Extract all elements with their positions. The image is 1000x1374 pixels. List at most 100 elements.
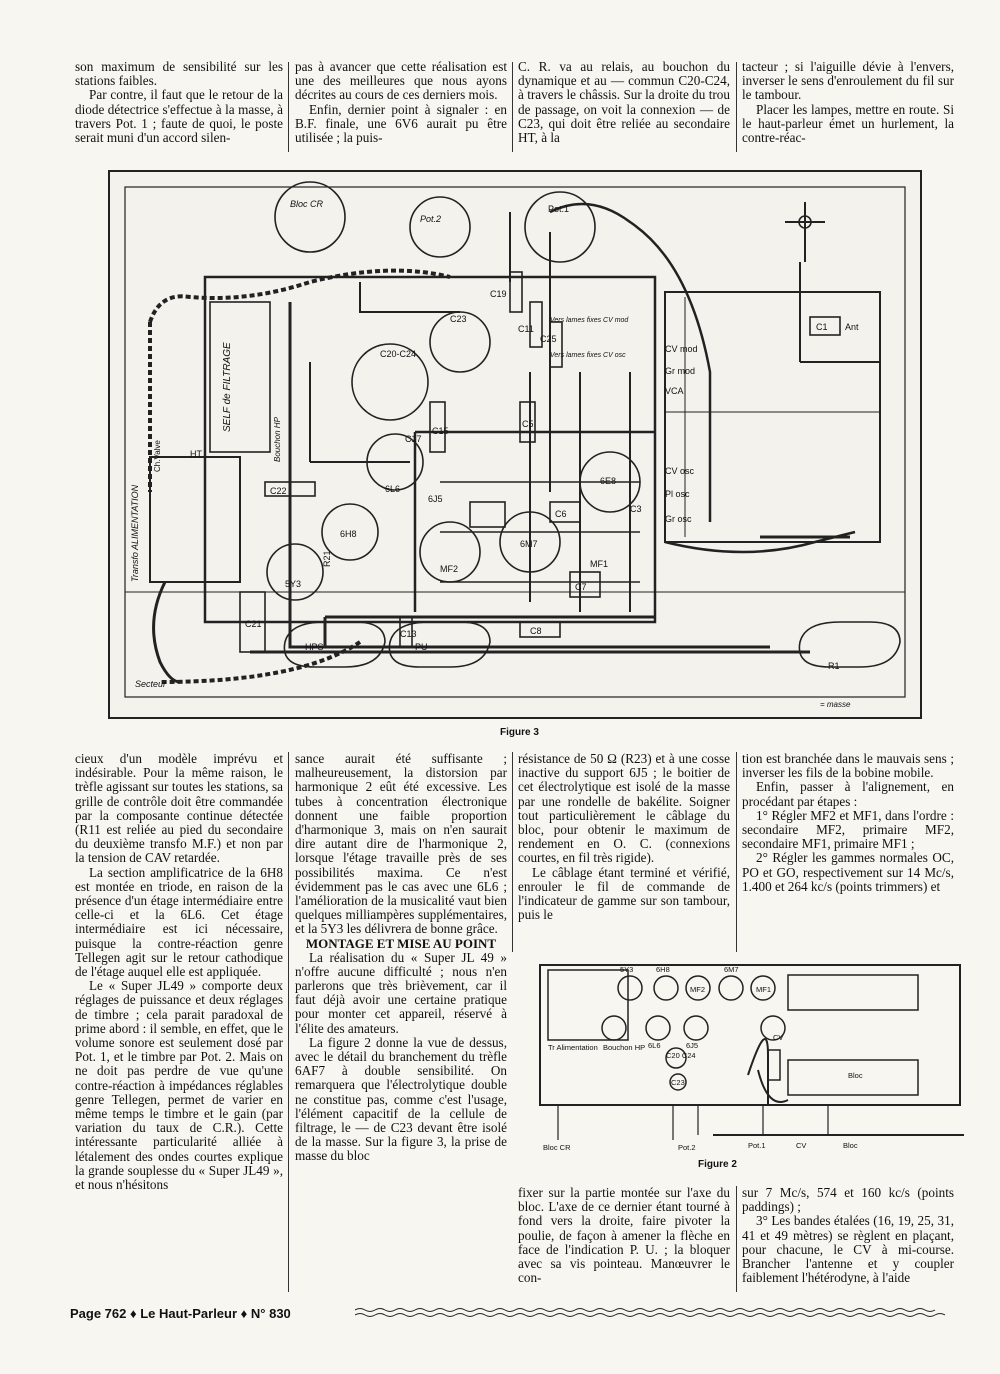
label-c17: C17 bbox=[405, 434, 422, 444]
label-r1: R1 bbox=[828, 661, 840, 671]
label-5y3: 5Y3 bbox=[285, 579, 301, 589]
label-grmod: Gr mod bbox=[665, 366, 695, 376]
label-6j5: 6J5 bbox=[428, 494, 443, 504]
paragraph: Placer les lampes, mettre en route. Si l… bbox=[742, 101, 954, 146]
column-rule bbox=[512, 752, 513, 952]
label-ht: HT bbox=[190, 449, 202, 459]
label-6h8: 6H8 bbox=[656, 965, 670, 974]
label-bloc: Bloc bbox=[848, 1071, 863, 1080]
label-c23: C23 bbox=[671, 1078, 685, 1087]
top-column-1: son maximum de sensibilité sur les stati… bbox=[75, 59, 283, 146]
label-cvosc-lames: Vers lames fixes CV osc bbox=[550, 352, 626, 359]
fig2-labels: 5Y3 6H8 MF2 6M7 MF1 Tr Alimentation Bouc… bbox=[543, 965, 863, 1170]
label-secteur: Secteur bbox=[135, 679, 167, 689]
label-bouchon: Bouchon HP bbox=[273, 416, 282, 462]
paragraph: fixer sur la partie montée sur l'axe du … bbox=[518, 1185, 730, 1286]
mid-column-1: cieux d'un modèle imprévu et indésirable… bbox=[75, 751, 283, 1193]
diagram-labels: Bloc CR Pot.2 Pot.1 SELF de FILTRAGE Tra… bbox=[130, 199, 859, 709]
label-c23: C23 bbox=[450, 314, 467, 324]
paragraph: sance aurait été suffisante ; malheureus… bbox=[295, 751, 507, 937]
label-mf1: MF1 bbox=[590, 559, 608, 569]
figure-2-top-view: 5Y3 6H8 MF2 6M7 MF1 Tr Alimentation Bouc… bbox=[518, 960, 973, 1174]
paragraph: La réalisation du « Super JL 49 » n'offr… bbox=[295, 949, 507, 1036]
label-c20: C20 C24 bbox=[666, 1051, 696, 1060]
label-pot2: Pot.2 bbox=[678, 1143, 696, 1152]
label-cvmod: CV mod bbox=[665, 344, 698, 354]
label-plosc: Pl osc bbox=[665, 489, 690, 499]
paragraph: résistance de 50 Ω (R23) et à une cosse … bbox=[518, 751, 730, 866]
label-c15: C15 bbox=[432, 426, 449, 436]
page-footer: Page 762 ♦ Le Haut-Parleur ♦ N° 830 bbox=[70, 1306, 291, 1321]
paragraph: La section amplificatrice de la 6H8 est … bbox=[75, 864, 283, 980]
label-c8: C8 bbox=[530, 626, 542, 636]
column-rule bbox=[512, 62, 513, 152]
label-6h8: 6H8 bbox=[340, 529, 357, 539]
paragraph: tion est branchée dans le mauvais sens ;… bbox=[742, 751, 954, 781]
figure-3-wiring-diagram: Bloc CR Pot.2 Pot.1 SELF de FILTRAGE Tra… bbox=[108, 170, 922, 719]
label-alim: Tr Alimentation bbox=[548, 1043, 598, 1052]
paragraph: 1° Régler MF2 et MF1, dans l'ordre : sec… bbox=[742, 807, 954, 852]
label-c20c24: C20-C24 bbox=[380, 349, 416, 359]
label-c1: C1 bbox=[816, 322, 828, 332]
wiring-diagram-svg: Bloc CR Pot.2 Pot.1 SELF de FILTRAGE Tra… bbox=[124, 181, 906, 709]
paragraph: Par contre, il faut que le retour de la … bbox=[75, 87, 283, 146]
column-rule bbox=[736, 752, 737, 952]
label-c7: C7 bbox=[575, 582, 587, 592]
figure-3-caption: Figure 3 bbox=[500, 727, 539, 738]
paragraph: tacteur ; si l'aiguille dévie à l'envers… bbox=[742, 59, 954, 103]
column-rule bbox=[288, 62, 289, 152]
label-bouchon: Bouchon HP bbox=[603, 1043, 645, 1052]
label-transfo: Transfo ALIMENTATION bbox=[130, 484, 140, 582]
label-c11: C11 bbox=[518, 324, 534, 334]
top-view-svg: 5Y3 6H8 MF2 6M7 MF1 Tr Alimentation Bouc… bbox=[539, 964, 973, 1170]
label-r21: R21 bbox=[322, 550, 332, 567]
paragraph: Le câblage étant terminé et vérifié, enr… bbox=[518, 864, 730, 923]
label-ant: Ant bbox=[845, 322, 859, 332]
mid-column-3: résistance de 50 Ω (R23) et à une cosse … bbox=[518, 751, 730, 923]
label-pot1: Pot.1 bbox=[748, 1141, 766, 1150]
label-masse: = masse bbox=[820, 700, 851, 709]
paragraph: Le « Super JL49 » comporte deux réglages… bbox=[75, 978, 283, 1193]
label-6l6: 6L6 bbox=[385, 484, 400, 494]
label-6j5: 6J5 bbox=[686, 1041, 698, 1050]
paragraph: La figure 2 donne la vue de dessus, avec… bbox=[295, 1034, 507, 1164]
label-c6: C6 bbox=[555, 509, 567, 519]
label-6l6: 6L6 bbox=[648, 1041, 661, 1050]
top-column-4: tacteur ; si l'aiguille dévie à l'envers… bbox=[742, 59, 954, 146]
bottom-column-3: fixer sur la partie montée sur l'axe du … bbox=[518, 1185, 730, 1286]
label-pot2: Pot.2 bbox=[420, 214, 441, 224]
top-column-3: C. R. va au relais, au bouchon du dynami… bbox=[518, 59, 730, 145]
label-cv2: CV bbox=[796, 1141, 806, 1150]
label-6e8: 6E8 bbox=[600, 476, 616, 486]
paragraph: Enfin, passer à l'alignement, en procéda… bbox=[742, 779, 954, 809]
paragraph: pas à avancer que cette réalisation est … bbox=[295, 59, 507, 103]
label-pot1: Pot.1 bbox=[548, 204, 569, 214]
label-mf2: MF2 bbox=[440, 564, 458, 574]
label-cvmod-lames: Vers lames fixes CV mod bbox=[550, 317, 629, 324]
label-hps: HPS bbox=[305, 642, 324, 652]
label-c5: C5 bbox=[522, 419, 534, 429]
label-mf1: MF1 bbox=[756, 985, 771, 994]
paragraph: son maximum de sensibilité sur les stati… bbox=[75, 59, 283, 89]
mid-column-2: sance aurait été suffisante ; malheureus… bbox=[295, 751, 507, 1164]
figure-2-caption: Figure 2 bbox=[698, 1159, 737, 1170]
label-mf2: MF2 bbox=[690, 985, 705, 994]
label-chvolve: Ch.Valve bbox=[153, 440, 162, 472]
label-6m7: 6M7 bbox=[724, 965, 739, 974]
label-bloc2: Bloc bbox=[843, 1141, 858, 1150]
column-rule bbox=[736, 62, 737, 152]
label-c3: C3 bbox=[630, 504, 642, 514]
label-self: SELF de FILTRAGE bbox=[222, 342, 233, 432]
paragraph: 2° Régler les gammes normales OC, PO et … bbox=[742, 850, 954, 894]
label-c21: C21 bbox=[245, 619, 262, 629]
label-5y3: 5Y3 bbox=[620, 965, 633, 974]
label-6m7: 6M7 bbox=[520, 539, 538, 549]
label-c22: C22 bbox=[270, 486, 287, 496]
footer-wavy-rule bbox=[355, 1308, 945, 1317]
paragraph: cieux d'un modèle imprévu et indésirable… bbox=[75, 751, 283, 866]
label-cv: CV bbox=[773, 1033, 783, 1042]
paragraph: sur 7 Mc/s, 574 et 160 kc/s (points padd… bbox=[742, 1185, 954, 1215]
column-rule bbox=[288, 752, 289, 1292]
label-bloc-cr: Bloc CR bbox=[290, 199, 324, 209]
paragraph: Enfin, dernier point à signaler : en B.F… bbox=[295, 101, 507, 146]
